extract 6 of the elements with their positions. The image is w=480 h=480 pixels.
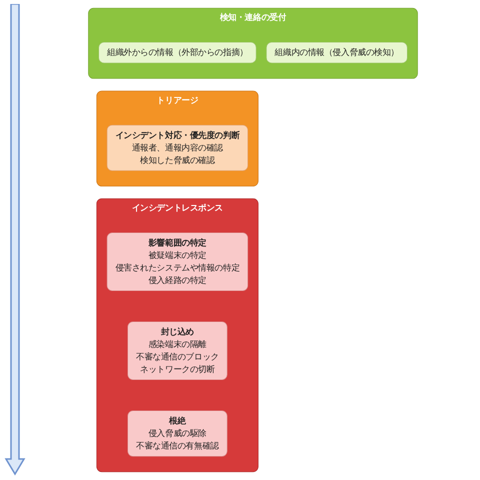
node-box: 封じ込め 感染端末の隔離 不審な通信のブロック ネットワークの切断 — [128, 322, 228, 380]
node-box: 根絶 侵入脅威の駆除 不審な通信の有無確認 — [128, 410, 228, 457]
node-box: インシデント対応・優先度の判断 通報者、通報内容の確認 検知した脅威の確認 — [106, 124, 248, 171]
node-box: 組織外からの情報（外部からの指摘） — [98, 42, 256, 64]
node-box: 影響範囲の特定 被疑端末の特定 侵害されたシステムや情報の特定 侵入経路の特定 — [106, 232, 248, 291]
node-box: 組織内の情報（侵入脅威の検知） — [266, 42, 408, 64]
